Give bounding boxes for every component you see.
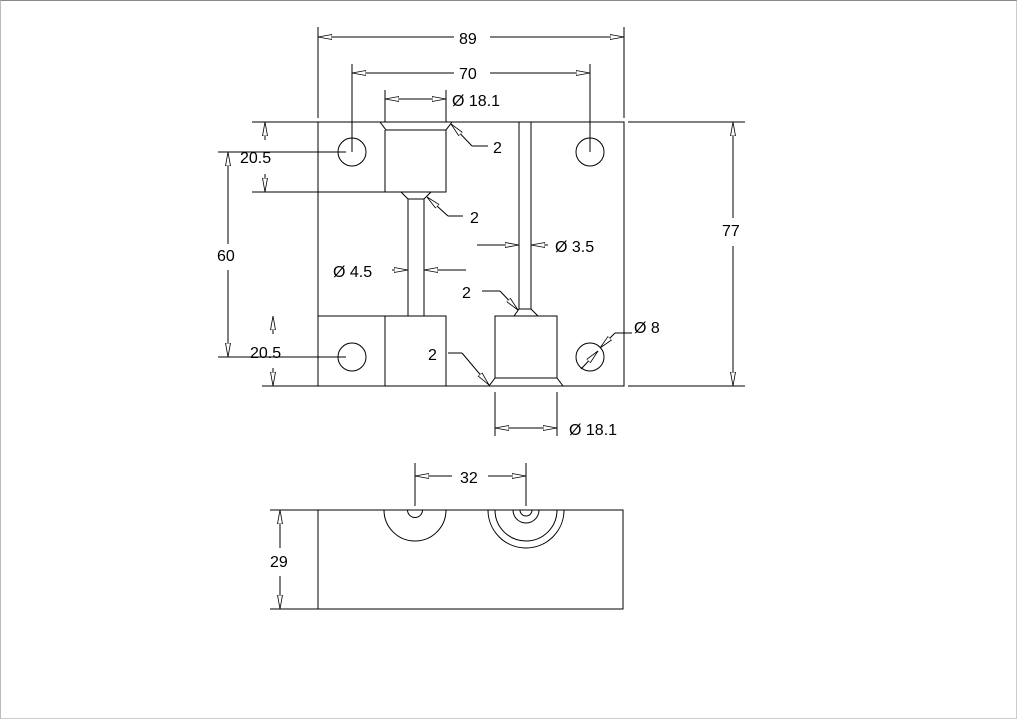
dim-edge-offset-bottom: 20.5 [250, 345, 281, 362]
block-outline [317, 121, 625, 387]
dim-port-spacing: 32 [460, 470, 478, 487]
dim-top-chamfer-2: 2 [470, 210, 479, 227]
front-view [270, 463, 624, 610]
dim-edge-offset-top: 20.5 [240, 150, 271, 167]
top-pocket-chamfer [379, 121, 453, 131]
plan-view [317, 121, 625, 387]
top-pocket [384, 130, 447, 193]
dim-right-channel-diameter: Ø 3.5 [555, 239, 594, 256]
dimensions [218, 27, 745, 436]
left-channel [407, 199, 425, 316]
dim-left-channel-diameter: Ø 4.5 [333, 264, 372, 281]
dim-hole-spacing: 70 [459, 66, 477, 83]
right-channel [518, 122, 532, 309]
dim-mounting-hole-diameter: Ø 8 [634, 320, 660, 337]
dim-right-chamfer-lower: 2 [428, 347, 437, 364]
dim-top-chamfer-1: 2 [493, 140, 502, 157]
dim-bottom-pocket-diameter: Ø 18.1 [569, 422, 617, 439]
right-port [487, 509, 565, 549]
front-outline [317, 509, 624, 610]
bottom-pocket [494, 315, 558, 379]
dim-vertical-hole-spacing: 60 [217, 248, 235, 265]
left-port [383, 509, 447, 542]
dim-overall-width: 89 [459, 31, 477, 48]
dim-top-pocket-diameter: Ø 18.1 [452, 93, 500, 110]
dim-overall-height: 77 [722, 223, 740, 240]
mounting-hole [575, 342, 605, 372]
dim-thickness: 29 [270, 554, 288, 571]
dim-right-chamfer-upper: 2 [462, 285, 471, 302]
